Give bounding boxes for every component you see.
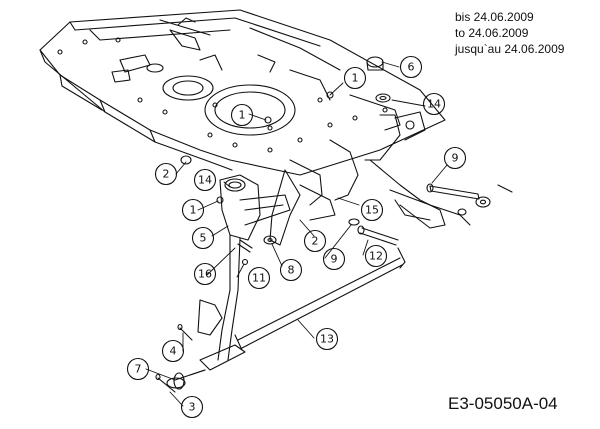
callout-label: 14 [198,174,212,187]
validity-line-de: bis 24.06.2009 [455,10,534,24]
callout-label: 15 [365,204,379,217]
right-linkage [269,94,471,246]
drag-link [234,247,406,351]
callout-label: 9 [452,152,459,165]
callout-label: 9 [331,253,338,266]
callout-label: 1 [190,204,197,217]
callout-label: 13 [320,333,334,346]
callout-label: 5 [200,232,207,245]
validity-note: bis 24.06.2009 to 24.06.2009 jusqu`au 24… [455,9,564,57]
hardware-parts [155,56,513,393]
callout-label: 1 [352,72,359,85]
callout-circles [126,55,467,419]
callout-label: 2 [312,235,319,248]
callout-label: 6 [408,61,415,74]
validity-line-en: to 24.06.2009 [455,26,529,40]
validity-line-fr: jusqu`au 24.06.2009 [455,42,565,56]
callout-label: 2 [163,168,170,181]
callout-label: 7 [135,363,142,376]
callout-label: 16 [198,268,212,281]
callout-label: 14 [427,98,441,111]
callout-label: 4 [170,345,177,358]
callout-label: 12 [369,250,383,263]
diagram-code: E3-05050A-04 [448,394,558,413]
leader-lines [145,61,448,407]
chassis-frame [39,9,446,176]
steering-assembly [166,174,291,389]
callout-label: 3 [189,401,196,414]
callout-label: 1 [239,109,246,122]
callout-label: 11 [252,272,266,285]
callout-label: 8 [288,264,295,277]
